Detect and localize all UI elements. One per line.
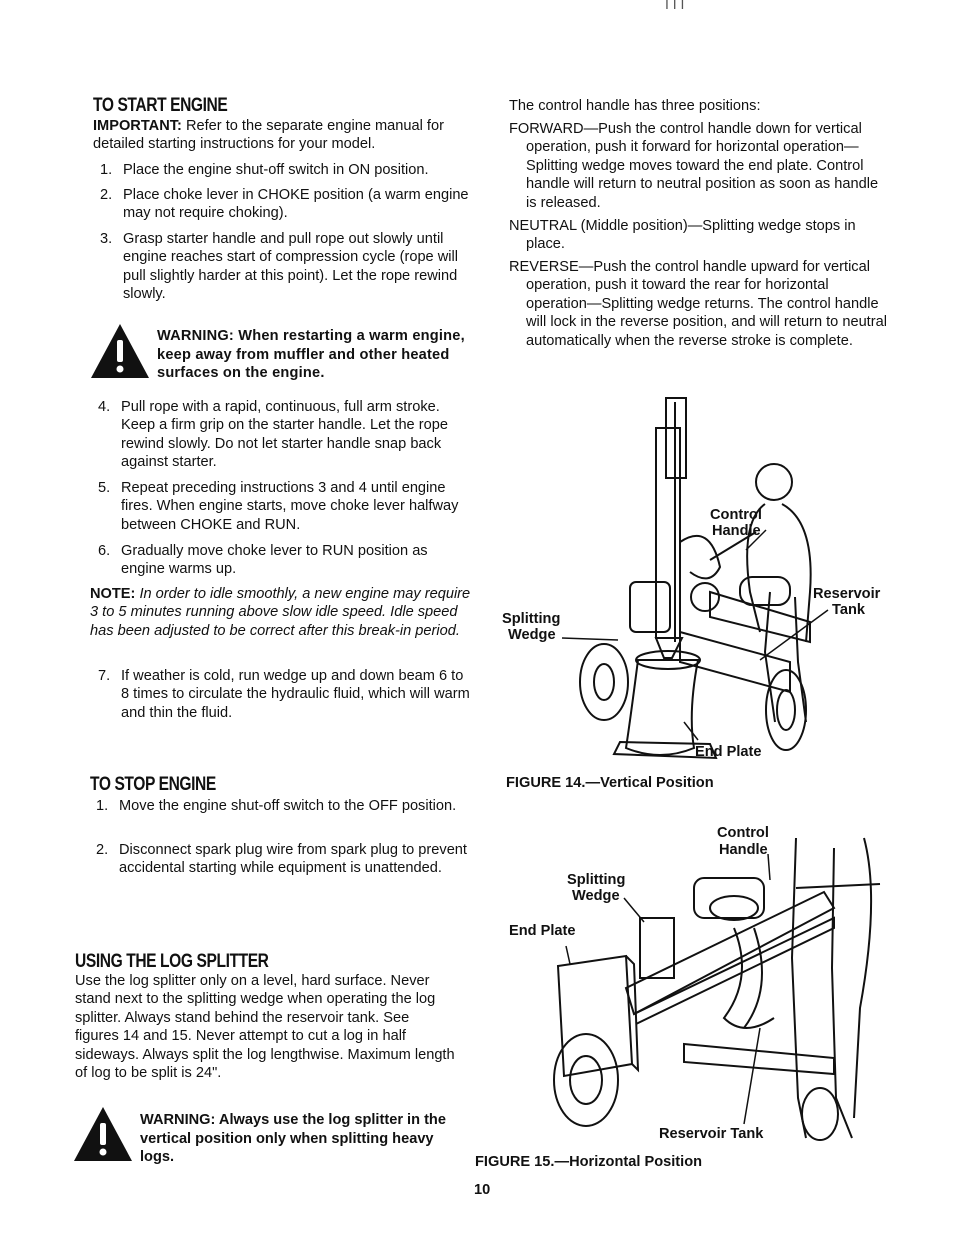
fig14-label-end-plate: End Plate [695, 744, 762, 760]
fig14-label-tank: Tank [832, 602, 865, 618]
figure-15-illustration [553, 837, 881, 1141]
fig14-label-reservoir: Reservoir [813, 586, 881, 602]
fig15-label-end-plate: End Plate [509, 923, 576, 939]
important-text: Refer to the separate engine manual for … [93, 118, 444, 153]
start-step-2: 2.Place choke lever in CHOKE position (a… [100, 187, 469, 222]
position-reverse: REVERSE—Push the control handle upward f… [509, 259, 887, 349]
start-step-6: 6.Gradually move choke lever to RUN posi… [98, 543, 428, 578]
fig14-leader-lines [561, 529, 829, 741]
fig15-label-splitting: Splitting [567, 872, 626, 888]
warning-triangle-icon [91, 324, 149, 378]
important-paragraph: IMPORTANT: Refer to the separate engine … [93, 117, 473, 154]
figure-15-caption: FIGURE 15.—Horizontal Position [475, 1154, 703, 1170]
fig15-label-wedge: Wedge [572, 888, 620, 904]
stop-step-2: 2.Disconnect spark plug wire from spark … [96, 842, 467, 877]
fig15-leader-lines [565, 853, 771, 1125]
heading-start-engine: TO START ENGINE [93, 95, 228, 116]
start-step-1: 1.Place the engine shut-off switch in ON… [100, 162, 429, 178]
note-label: NOTE: [90, 586, 136, 602]
position-forward: FORWARD—Push the control handle down for… [509, 121, 879, 211]
stop-step-1: 1.Move the engine shut-off switch to the… [96, 798, 457, 814]
heading-stop-engine: TO STOP ENGINE [90, 774, 216, 795]
important-label: IMPORTANT: [93, 118, 182, 134]
fig14-label-wedge: Wedge [508, 627, 556, 643]
warning-vertical-position: WARNING: Always use the log splitter in … [140, 1112, 446, 1166]
warning-triangle-icon [74, 1107, 132, 1161]
fig15-label-reservoir-tank: Reservoir Tank [659, 1126, 764, 1142]
control-handle-intro: The control handle has three positions: [509, 98, 761, 114]
fig15-label-control: Control [717, 825, 769, 841]
figure-14-caption: FIGURE 14.—Vertical Position [506, 775, 714, 791]
page-number: 10 [474, 1182, 491, 1198]
start-step-3: 3.Grasp starter handle and pull rope out… [100, 231, 458, 303]
heading-using-log-splitter: USING THE LOG SPLITTER [75, 951, 269, 972]
start-step-5: 5.Repeat preceding instructions 3 and 4 … [98, 480, 459, 533]
figure-14-illustration [579, 397, 812, 760]
fig14-label-splitting: Splitting [502, 611, 561, 627]
fig15-label-handle: Handle [719, 842, 768, 858]
fig14-label-control: Control [710, 507, 762, 523]
start-step-4: 4.Pull rope with a rapid, continuous, fu… [98, 399, 448, 471]
start-step-7: 7.If weather is cold, run wedge up and d… [98, 668, 470, 721]
note-paragraph: NOTE: In order to idle smoothly, a new e… [90, 585, 473, 640]
top-marks: I I I [665, 0, 685, 12]
using-paragraph: Use the log splitter only on a level, ha… [75, 973, 455, 1082]
fig14-label-handle: Handle [712, 523, 761, 539]
warning-restart: WARNING: When restarting a warm engine, … [157, 328, 465, 382]
position-neutral: NEUTRAL (Middle position)—Splitting wedg… [509, 218, 856, 253]
note-text: In order to idle smoothly, a new engine … [90, 586, 471, 639]
